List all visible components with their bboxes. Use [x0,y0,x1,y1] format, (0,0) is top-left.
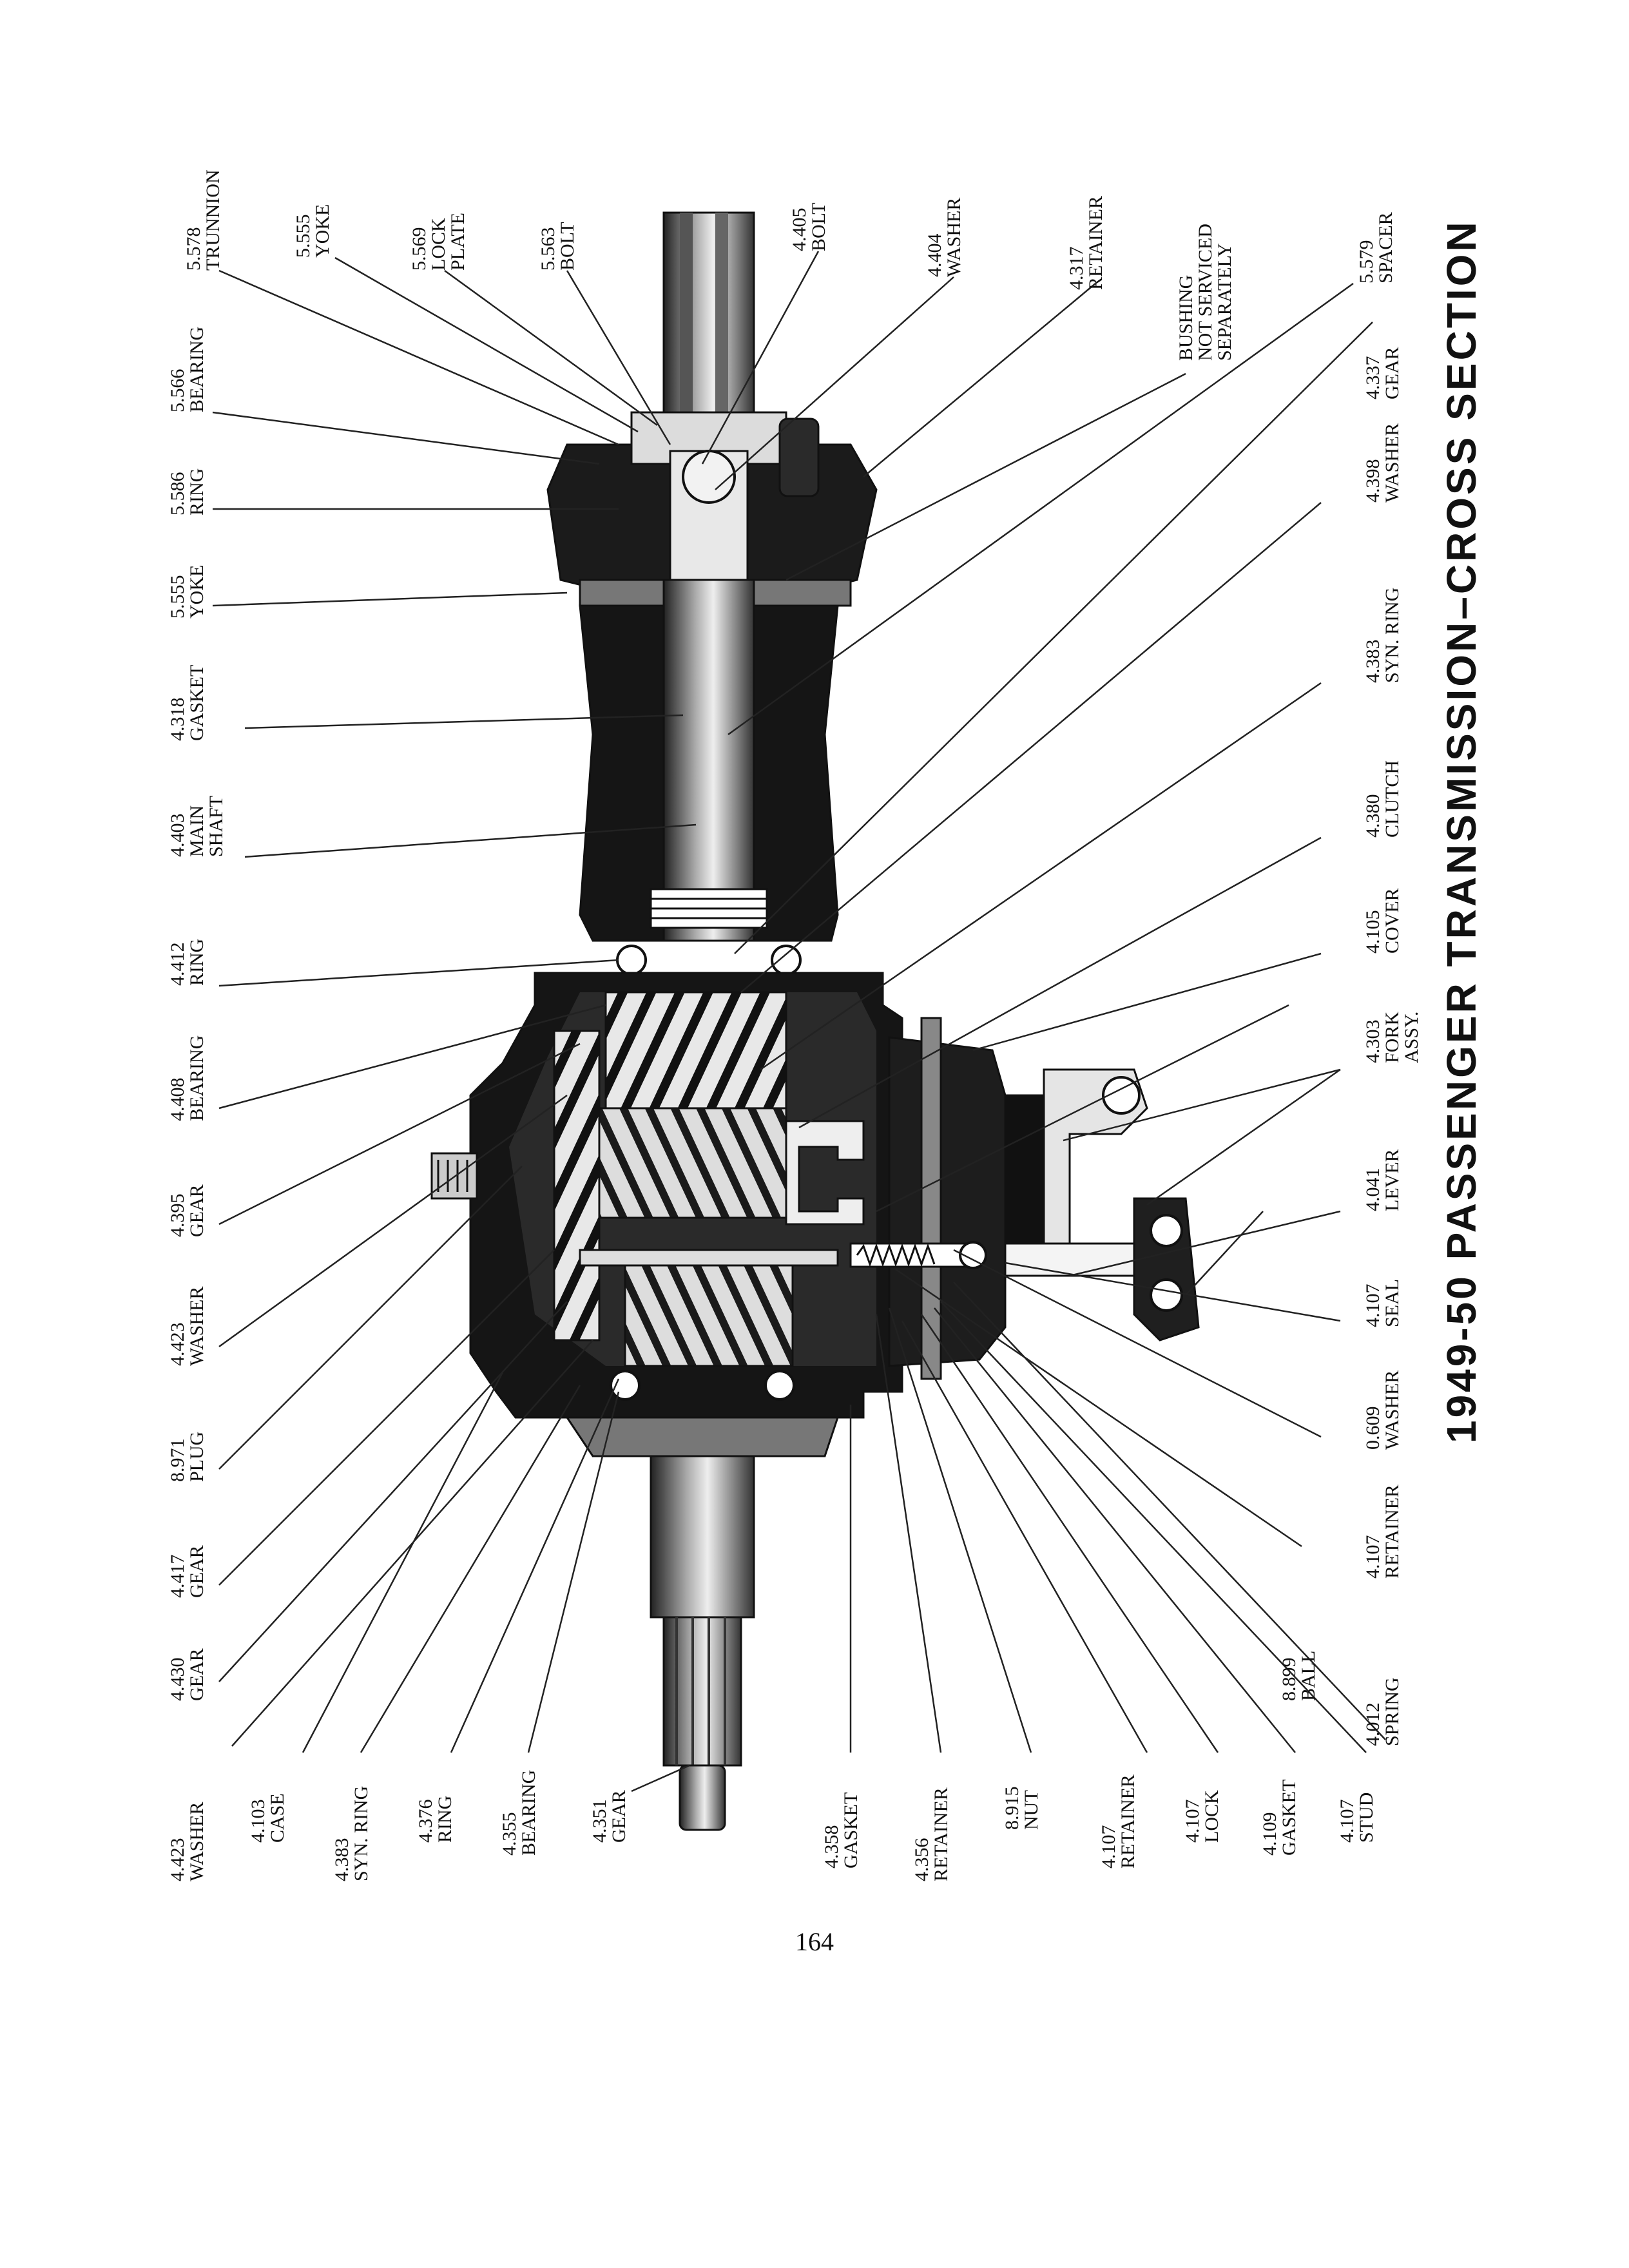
svg-text:4.358GASKET: 4.358GASKET [821,1792,862,1869]
svg-text:4.383SYN. RING: 4.383SYN. RING [1362,588,1403,683]
countershaft-gears-2 [624,1262,794,1367]
input-shaft [650,1455,755,1619]
svg-text:4.351GEAR: 4.351GEAR [589,1790,630,1843]
svg-text:4.405BOLT: 4.405BOLT [789,202,829,251]
svg-text:8.899BALL: 8.899BALL [1278,1651,1319,1701]
svg-text:4.417GEAR: 4.417GEAR [167,1545,207,1598]
shaft-spring [650,888,768,929]
svg-text:8.915NUT: 8.915NUT [1001,1787,1042,1831]
svg-text:4.383SYN. RING: 4.383SYN. RING [331,1786,372,1881]
svg-text:5.555YOKE: 5.555YOKE [293,204,333,258]
clutch-gears [592,1107,787,1219]
leader-lines [212,251,1386,1792]
svg-text:4.041LEVER: 4.041LEVER [1362,1149,1403,1211]
svg-text:4.107RETAINER: 4.107RETAINER [1362,1485,1403,1579]
svg-text:4.105COVER: 4.105COVER [1362,888,1403,954]
side-cover [888,1036,1007,1367]
svg-text:4.012SPRING: 4.012SPRING [1362,1677,1403,1746]
svg-text:4.318GASKET: 4.318GASKET [167,665,207,741]
detent-spring [849,1241,987,1269]
svg-text:4.107RETAINER: 4.107RETAINER [1098,1774,1139,1869]
svg-text:5.563BOLT: 5.563BOLT [537,222,578,271]
svg-text:4.412RING: 4.412RING [167,939,207,986]
svg-text:4.107SEAL: 4.107SEAL [1362,1279,1403,1327]
svg-text:5.569LOCKPLATE: 5.569LOCKPLATE [409,213,468,271]
svg-text:4.103CASE: 4.103CASE [247,1793,288,1843]
svg-text:4.395GEAR: 4.395GEAR [167,1184,207,1237]
svg-text:BUSHINGNOT SERVICEDSEPARATELY: BUSHINGNOT SERVICEDSEPARATELY [1175,224,1235,361]
svg-text:8.971PLUG: 8.971PLUG [167,1432,207,1482]
svg-text:4.337GEAR: 4.337GEAR [1362,347,1403,399]
svg-text:4.404WASHER: 4.404WASHER [924,198,965,277]
svg-text:4.423WASHER: 4.423WASHER [167,1802,207,1881]
svg-text:4.398WASHER: 4.398WASHER [1362,423,1403,503]
page-title: 1949-50 PASSENGER TRANSMISSION–CROSS SEC… [1438,219,1485,1443]
output-shaft [662,211,755,446]
svg-text:4.109GASKET: 4.109GASKET [1259,1780,1300,1856]
shift-lever [1004,1068,1200,1341]
callout-labels: 5.578TRUNNION 5.555YOKE 5.569LOCKPLATE 5… [167,169,1422,1881]
countershaft-gears [553,1030,601,1341]
svg-text:4.408BEARING: 4.408BEARING [167,1035,207,1121]
svg-text:5.578TRUNNION: 5.578TRUNNION [183,169,224,271]
svg-text:4.107LOCK: 4.107LOCK [1182,1790,1222,1843]
svg-text:4.303FORKASSY.: 4.303FORKASSY. [1362,1012,1422,1063]
shift-fork [785,1120,865,1225]
svg-text:4.355BEARING: 4.355BEARING [499,1770,539,1856]
svg-text:4.380CLUTCH: 4.380CLUTCH [1362,760,1403,838]
svg-text:0.609WASHER: 0.609WASHER [1362,1370,1403,1450]
svg-text:4.430GEAR: 4.430GEAR [167,1648,207,1701]
transmission-illustration [430,211,1200,1831]
svg-text:5.586RING: 5.586RING [167,468,207,515]
svg-text:4.356RETAINER: 4.356RETAINER [911,1787,952,1881]
svg-text:5.555YOKE: 5.555YOKE [167,565,207,619]
label-5578-num: 5.578 [183,227,204,271]
svg-text:4.423WASHER: 4.423WASHER [167,1287,207,1366]
svg-text:4.403MAINSHAFT: 4.403MAINSHAFT [167,796,227,857]
svg-text:5.566BEARING: 5.566BEARING [167,327,207,412]
svg-text:4.376RING: 4.376RING [415,1796,456,1843]
svg-text:5.579SPACER: 5.579SPACER [1356,212,1396,284]
page-number: 164 [795,1927,834,1956]
svg-text:4.107STUD: 4.107STUD [1336,1792,1377,1843]
svg-text:4.317RETAINER: 4.317RETAINER [1066,196,1106,290]
main-shaft [662,579,755,942]
